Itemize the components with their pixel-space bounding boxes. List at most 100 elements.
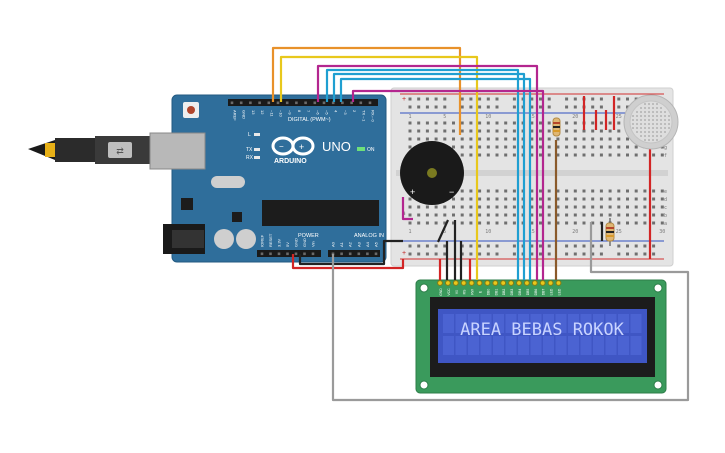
digital-pin-label: 13 xyxy=(251,110,256,115)
lcd-pin-label: RW xyxy=(471,288,475,294)
arduino-uno-board: ⇄ − + ARDUINO UNO DIGITAL (PWM~) POWER A… xyxy=(28,94,387,263)
lcd-pin xyxy=(468,280,475,286)
wire-cyan-3 xyxy=(339,77,532,280)
analog-pin-label: A0 xyxy=(331,241,336,247)
lcd-pin xyxy=(516,280,522,286)
power-pin-label: IOREF xyxy=(260,234,265,247)
wire-gray-a0 xyxy=(331,222,690,402)
breadboard-column-label: 15 xyxy=(529,114,535,120)
digital-pin-label: ~5 xyxy=(325,110,330,115)
wire-cyan-2 xyxy=(332,72,526,280)
arduino-brand: ARDUINO xyxy=(274,158,307,165)
lcd-pin xyxy=(484,280,491,286)
breadboard-column-label: 10 xyxy=(485,114,491,120)
wires xyxy=(271,46,690,402)
capacitor xyxy=(214,229,234,249)
buzzer-minus: − xyxy=(449,187,454,197)
lcd-pin xyxy=(500,280,507,286)
lcd-pin-label: VCC xyxy=(447,288,451,296)
power-header xyxy=(257,250,321,257)
lcd-pin xyxy=(508,280,515,286)
power-jack-icon xyxy=(163,224,205,254)
digital-pin-label: ~6 xyxy=(315,110,320,115)
capacitor-2 xyxy=(236,229,256,249)
lcd-pin-label: V0 xyxy=(455,290,459,294)
breadboard-row-label: f xyxy=(664,153,667,159)
digital-pin-label: 7 xyxy=(306,110,311,113)
lcd-pin xyxy=(539,280,546,286)
digital-header-label: DIGITAL (PWM~) xyxy=(288,117,331,123)
lcd-pin-label: GND xyxy=(439,288,443,296)
power-led xyxy=(357,147,365,151)
digital-pin-label: TX→1 xyxy=(361,110,366,122)
breadboard-column-label: 25 xyxy=(616,114,622,120)
analog-pin-label: A4 xyxy=(365,241,370,247)
power-pin-label: GND xyxy=(302,238,307,247)
breadboard-column-label: 25 xyxy=(616,229,622,235)
digital-pin-label: ~3 xyxy=(343,110,348,115)
lcd-pin-label: DB1 xyxy=(494,289,498,296)
breadboard-row-label: d xyxy=(664,197,667,203)
lcd-pin-label: LED xyxy=(550,288,554,295)
wire-black-buzzer xyxy=(436,219,450,243)
lcd-pin xyxy=(524,280,530,286)
breadboard-column-label: 5 xyxy=(443,114,446,120)
digital-pin-label: 12 xyxy=(260,110,265,115)
svg-text:−: − xyxy=(279,142,284,151)
lcd-pin-label: DB5 xyxy=(526,289,530,296)
digital-pin-label: AREF xyxy=(233,110,238,121)
lcd-pin-label: DB3 xyxy=(510,289,514,296)
lcd-pin-label: DB4 xyxy=(518,289,522,296)
lcd-pin xyxy=(445,280,451,286)
lcd-pin-label: DB6 xyxy=(534,289,538,296)
breadboard-column-label: 15 xyxy=(529,229,535,235)
lcd-pin xyxy=(437,280,443,286)
power-pin-label: 5V xyxy=(285,242,290,247)
breadboard-row-label: c xyxy=(664,205,667,211)
wire-yellow xyxy=(279,55,479,280)
crystal xyxy=(211,176,245,188)
lcd-pin xyxy=(531,280,538,286)
power-pin-label: RESET xyxy=(268,233,273,247)
lcd-text: AREA BEBAS ROKOK xyxy=(460,320,625,340)
wire-black-gnd xyxy=(298,239,403,266)
gas-sensor-icon xyxy=(623,94,679,150)
breadboard-column-label: 10 xyxy=(485,229,491,235)
lcd-pin xyxy=(547,280,554,286)
digital-pin-label: 4 xyxy=(334,110,339,113)
breadboard-column-label: 20 xyxy=(572,114,578,120)
lcd-pin xyxy=(460,280,467,286)
analog-pin-label: A5 xyxy=(374,241,379,247)
resistor-icon-2 xyxy=(605,218,615,246)
digital-pin-label: ~10 xyxy=(279,110,284,118)
lcd-pin-label: E xyxy=(479,290,483,293)
wire-red-5v xyxy=(291,254,405,270)
resistor-icon xyxy=(552,117,561,137)
breadboard-column-label: 20 xyxy=(572,229,578,235)
digital-pin-label: ~9 xyxy=(288,110,293,115)
analog-pin-label: A2 xyxy=(348,241,353,247)
digital-header xyxy=(228,99,378,106)
lcd-pin xyxy=(476,280,483,286)
digital-pin-label: 8 xyxy=(297,110,302,113)
analog-pin-label: A1 xyxy=(339,241,344,247)
power-pin-label: Vin xyxy=(311,241,316,247)
analog-pin-label: A3 xyxy=(356,241,361,247)
breadboard-column-label: 1 xyxy=(408,229,411,235)
arduino-logo: − + xyxy=(271,136,315,156)
buzzer-icon: + − xyxy=(400,141,464,205)
arduino-model: UNO xyxy=(322,139,351,154)
breadboard-row-label: e xyxy=(664,189,667,195)
wire-magenta-2 xyxy=(351,89,545,280)
power-pin-label: GND xyxy=(294,238,299,247)
breadboard-plus-label-top: + xyxy=(402,96,406,103)
breadboard-row-label: b xyxy=(664,213,667,219)
lcd-pin-label: DB7 xyxy=(542,289,546,296)
breadboard-column-label: 30 xyxy=(659,229,665,235)
digital-pin-label: RX←0 xyxy=(371,110,376,123)
digital-pin-label: 2 xyxy=(352,110,357,113)
